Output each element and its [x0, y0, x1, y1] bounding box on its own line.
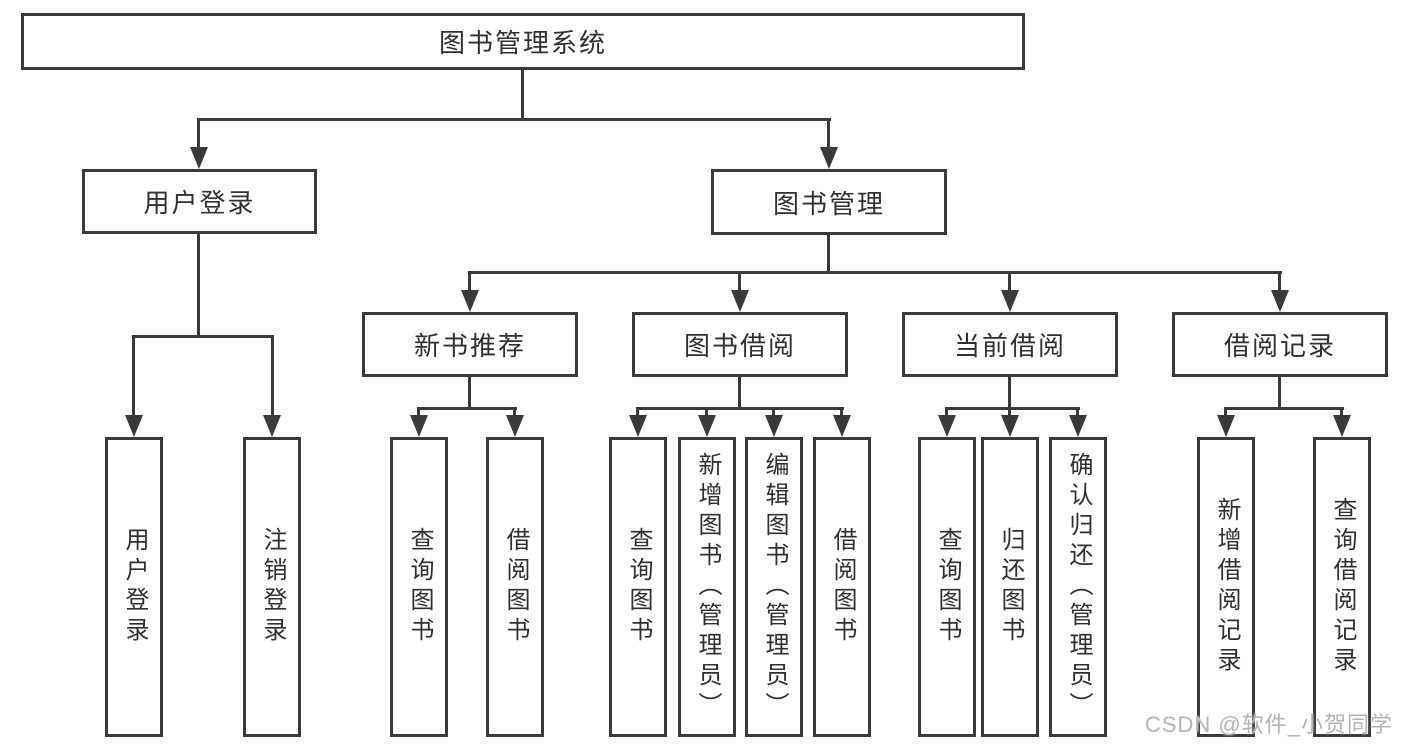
connector-line [827, 118, 830, 149]
leaf-edit-books-admin-label: 编辑图书（管理员） [761, 452, 788, 722]
connector-line [1076, 407, 1079, 417]
leaf-logout-label: 注销登录 [259, 527, 286, 647]
arrowhead [1001, 415, 1019, 437]
arrowhead [938, 415, 956, 437]
node-borrow-records: 借阅记录 [1172, 312, 1388, 377]
leaf-query-books-1-label: 查询图书 [406, 527, 433, 647]
connector-line [417, 407, 517, 410]
connector-line [840, 407, 843, 417]
connector-line [1278, 271, 1281, 292]
connector-line [705, 407, 708, 417]
node-user-login-label: 用户登录 [143, 188, 256, 218]
connector-line [636, 407, 639, 417]
arrowhead [410, 415, 428, 437]
leaf-logout: 注销登录 [243, 437, 301, 737]
connector-line [197, 234, 200, 335]
arrowhead [1217, 415, 1235, 437]
arrowhead [1271, 290, 1289, 312]
arrowhead [506, 415, 524, 437]
leaf-user-login: 用户登录 [105, 437, 163, 737]
node-book-borrow-label: 图书借阅 [683, 331, 796, 361]
leaf-add-borrow-record-label: 新增借阅记录 [1213, 497, 1240, 677]
node-new-book-recommend: 新书推荐 [362, 312, 578, 377]
arrowhead [125, 415, 143, 437]
leaf-user-login-label: 用户登录 [121, 527, 148, 647]
connector-line [521, 70, 524, 118]
arrowhead [731, 290, 749, 312]
connector-line [132, 335, 274, 338]
node-current-borrow-label: 当前借阅 [953, 331, 1066, 361]
connector-line [945, 407, 948, 417]
connector-line [738, 271, 741, 292]
leaf-query-books-2-label: 查询图书 [625, 527, 652, 647]
arrowhead [1069, 415, 1087, 437]
connector-line [417, 407, 420, 417]
leaf-return-books-label: 归还图书 [997, 527, 1024, 647]
leaf-borrow-books-2: 借阅图书 [813, 437, 871, 737]
connector-line [197, 118, 200, 149]
connector-line [772, 407, 775, 417]
arrowhead [833, 415, 851, 437]
connector-line [468, 271, 1282, 274]
arrowhead [1333, 415, 1351, 437]
connector-line [636, 407, 844, 410]
connector-line [827, 235, 830, 271]
arrowhead [190, 147, 208, 169]
leaf-query-books-2: 查询图书 [609, 437, 667, 737]
connector-line [1008, 377, 1011, 410]
arrowhead [461, 290, 479, 312]
leaf-query-borrow-record-label: 查询借阅记录 [1329, 497, 1356, 677]
leaf-borrow-books-1-label: 借阅图书 [502, 527, 529, 647]
leaf-add-books-admin-label: 新增图书（管理员） [694, 452, 721, 722]
connector-line [1008, 271, 1011, 292]
connector-line [197, 118, 831, 121]
leaf-query-books-3-label: 查询图书 [934, 527, 961, 647]
arrowhead [1001, 290, 1019, 312]
leaf-query-borrow-record: 查询借阅记录 [1313, 437, 1371, 737]
connector-line [738, 377, 741, 410]
arrowhead [820, 147, 838, 169]
node-current-borrow: 当前借阅 [902, 312, 1118, 377]
connector-line [271, 335, 274, 415]
connector-line [132, 335, 135, 415]
node-user-login: 用户登录 [82, 169, 317, 234]
leaf-query-books-1: 查询图书 [390, 437, 448, 737]
connector-line [945, 407, 1080, 410]
connector-line [1278, 377, 1281, 410]
connector-line [1224, 407, 1344, 410]
connector-line [468, 377, 471, 410]
node-book-management: 图书管理 [711, 169, 947, 235]
connector-line [1340, 407, 1343, 417]
node-borrow-records-label: 借阅记录 [1223, 331, 1336, 361]
connector-line [1008, 407, 1011, 417]
connector-line [513, 407, 516, 417]
leaf-borrow-books-2-label: 借阅图书 [829, 527, 856, 647]
node-new-book-recommend-label: 新书推荐 [413, 331, 526, 361]
arrowhead [765, 415, 783, 437]
leaf-edit-books-admin: 编辑图书（管理员） [745, 437, 803, 737]
node-root-label: 图书管理系统 [438, 28, 607, 58]
leaf-add-books-admin: 新增图书（管理员） [678, 437, 736, 737]
node-book-management-label: 图书管理 [772, 188, 885, 219]
leaf-borrow-books-1: 借阅图书 [486, 437, 544, 737]
arrowhead [629, 415, 647, 437]
arrowhead [698, 415, 716, 437]
arrowhead [263, 415, 281, 437]
watermark: CSDN @软件_小贺同学 [1144, 712, 1393, 737]
leaf-add-borrow-record: 新增借阅记录 [1197, 437, 1255, 737]
connector-line [468, 271, 471, 292]
node-root-system: 图书管理系统 [21, 13, 1025, 70]
leaf-confirm-return-admin: 确认归还（管理员） [1049, 437, 1107, 737]
node-book-borrow: 图书借阅 [632, 312, 848, 377]
leaf-confirm-return-admin-label: 确认归还（管理员） [1065, 452, 1092, 722]
leaf-return-books: 归还图书 [981, 437, 1039, 737]
connector-line [1224, 407, 1227, 417]
leaf-query-books-3: 查询图书 [918, 437, 976, 737]
